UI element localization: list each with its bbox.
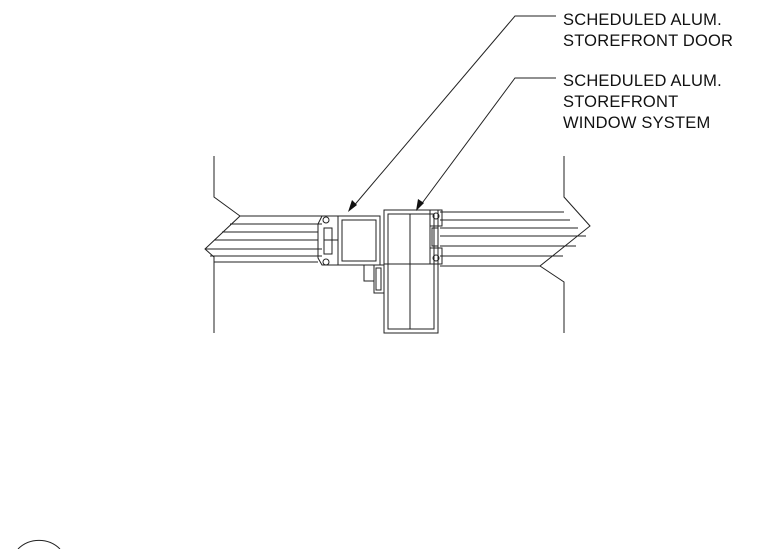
door-leader-arrow xyxy=(348,200,357,212)
door-glazing xyxy=(205,215,322,263)
door-callout-line-2: STOREFRONT DOOR xyxy=(563,32,734,50)
door-callout-line-1: SCHEDULED ALUM. xyxy=(563,11,722,29)
window-glazing xyxy=(440,211,586,267)
window-callout-line-3: WINDOW SYSTEM xyxy=(563,114,711,132)
window-leader-line xyxy=(419,77,556,207)
window-callout-line-2: STOREFRONT xyxy=(563,93,679,111)
door-leader-line xyxy=(351,15,556,209)
detail-tag-circle xyxy=(17,539,61,550)
right-break-line xyxy=(539,156,591,333)
window-callout-line-1: SCHEDULED ALUM. xyxy=(563,72,722,90)
window-mullion-profile xyxy=(383,209,443,334)
door-stile-profile xyxy=(317,215,385,294)
left-break-line xyxy=(204,156,241,333)
window-leader-arrow xyxy=(416,199,424,211)
